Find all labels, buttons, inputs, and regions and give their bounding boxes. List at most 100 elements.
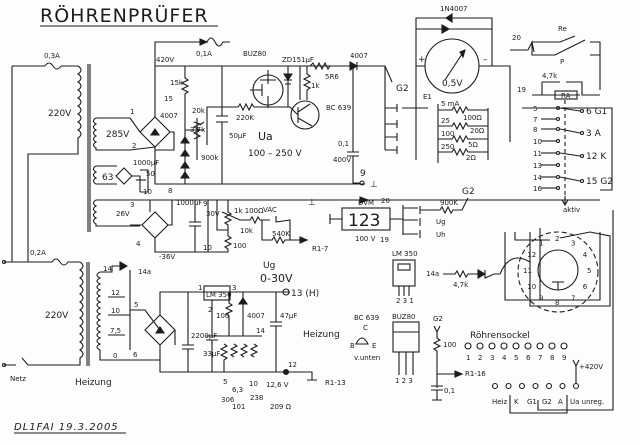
jack-socket[interactable] <box>545 382 553 390</box>
jack-socket[interactable] <box>518 382 526 390</box>
zener-icon <box>282 73 294 81</box>
jack-a: A <box>558 398 563 406</box>
socket-hole[interactable] <box>548 342 556 350</box>
jack-row <box>491 382 580 390</box>
jack-socket[interactable] <box>491 382 499 390</box>
contact-label: 11 <box>533 150 542 158</box>
socket-hole[interactable] <box>536 342 544 350</box>
jack-socket[interactable] <box>572 382 580 390</box>
socket-hole[interactable] <box>524 342 532 350</box>
arrow-icon <box>359 196 370 204</box>
anode-transformer: 0,3A 220V 285V 63 1 2 <box>11 52 136 262</box>
range-25: 25 <box>441 117 450 125</box>
term6-label: 6 <box>133 351 138 359</box>
dvm-section: 123 DVM 20 100 V 19 900K G2 Ug Uh <box>329 187 475 244</box>
bridge-diode-label: 1N4007 <box>440 5 468 13</box>
contact-terminal[interactable] <box>579 130 585 136</box>
heater-primary-label: 220V <box>45 311 69 321</box>
grid-out-label: R1-7 <box>312 245 328 253</box>
contact-terminal[interactable] <box>555 116 561 122</box>
socket-hole[interactable] <box>464 342 472 350</box>
dvm-range: 100 V <box>355 235 376 243</box>
contact-terminal[interactable] <box>579 153 585 159</box>
socket-hole[interactable] <box>488 342 496 350</box>
c47-label: 47µF <box>280 312 297 320</box>
term20-label: 20 <box>512 34 521 42</box>
bc-view: v.unten <box>354 354 380 362</box>
volt-5: 5 <box>223 378 227 386</box>
contact-terminal[interactable] <box>579 178 585 184</box>
jack-socket[interactable] <box>532 382 539 390</box>
r5r6-label: 5R6 <box>325 73 339 81</box>
contact-terminal[interactable] <box>555 185 561 191</box>
socket-pin-number: 12 <box>527 251 536 259</box>
socket-pin-number: 7 <box>571 295 575 303</box>
jack-k: K <box>514 398 519 406</box>
volt-126: 12,6 V <box>266 381 289 389</box>
secondary-63-label: 63 <box>102 173 113 183</box>
relay-label: Re <box>558 25 567 33</box>
contact-label: 16 <box>533 185 542 193</box>
socket-hole[interactable] <box>476 342 484 350</box>
author-signature: DL1FAI 19.3.2005 <box>14 422 119 433</box>
g2-switch-label: G2 <box>396 84 409 94</box>
contact-label: 13 <box>533 162 542 170</box>
heater-label: Heizung <box>75 378 112 388</box>
vac-label: VAC <box>263 206 277 214</box>
jack-g1: G1 <box>527 398 537 406</box>
socket-pin-number: 10 <box>527 283 536 291</box>
terminal-12 <box>282 368 290 376</box>
meter-minus-label: – <box>483 55 488 65</box>
socket-hole-number: 3 <box>490 354 494 362</box>
tap3-label: 3 <box>130 201 134 209</box>
fuse-label: 0,3A <box>44 52 60 60</box>
ug-label: Ug <box>263 261 275 271</box>
volt-10: 10 <box>249 380 258 388</box>
bc-e: E <box>372 342 376 350</box>
schematic-title: RÖHRENPRÜFER <box>40 4 209 27</box>
parts-pinouts: LM 350 2 3 1 BC 639 C B E v.unten BUZ80 … <box>350 250 531 401</box>
heater-label-2: Heizung <box>303 330 340 340</box>
tap9-label: 9 <box>203 200 207 208</box>
contact-terminal[interactable] <box>555 105 561 111</box>
res-101: 101 <box>232 403 245 411</box>
tap14a-label: 14a <box>138 268 151 276</box>
contact-terminal[interactable] <box>555 150 561 156</box>
bridge-rectifier-anode: 4007 <box>129 112 178 151</box>
c400-label: 400V <box>333 156 351 164</box>
contact-terminal[interactable] <box>579 108 585 114</box>
jack-socket[interactable] <box>559 382 566 390</box>
secondary-285-label: 285V <box>106 130 130 140</box>
socket-hole[interactable] <box>512 342 520 350</box>
tap8-label: 8 <box>168 187 172 195</box>
in14a-label: 14a <box>426 270 439 278</box>
contact-label: 14 <box>533 174 542 182</box>
c01-label: 0,1 <box>338 140 349 148</box>
socket-hole[interactable] <box>560 342 568 350</box>
range-250: 250 <box>441 143 454 151</box>
socket-pin-number: 4 <box>583 251 588 259</box>
socket-hole-number: 8 <box>550 354 554 362</box>
shunt-5: 5Ω <box>468 141 478 149</box>
dvm-term19: 19 <box>380 236 389 244</box>
contact-terminal[interactable] <box>555 162 561 168</box>
buz80-pins: 1 2 3 <box>395 377 413 385</box>
tap-10-label: 10 <box>143 188 152 196</box>
fuse-icon <box>44 62 62 70</box>
term5-label: 5 <box>134 301 138 309</box>
fuse-icon <box>206 37 230 47</box>
contact-terminal[interactable] <box>555 126 561 132</box>
transistor-label: BC 639 <box>326 104 351 112</box>
buz80-label: BUZ80 <box>392 313 416 321</box>
zener-label: ZD15 <box>282 56 301 64</box>
socket-hole-number: 2 <box>478 354 482 362</box>
socket-hole[interactable] <box>500 342 508 350</box>
contact-terminal[interactable] <box>555 174 561 180</box>
contact-label: 10 <box>533 138 542 146</box>
jack-socket[interactable] <box>505 382 512 390</box>
contact-terminal[interactable] <box>555 138 561 144</box>
socket-pin-number: 11 <box>523 267 532 275</box>
c50-label: 50µF <box>229 132 246 140</box>
diode-label: 4007 <box>160 112 178 120</box>
